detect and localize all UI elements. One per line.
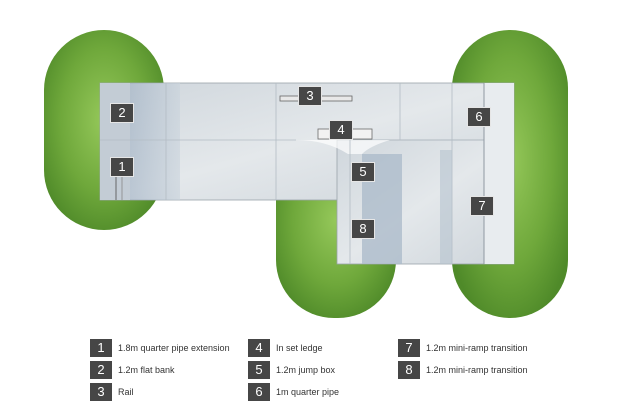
legend-label: 1m quarter pipe [276, 387, 340, 397]
legend-num: 4 [248, 339, 270, 357]
marker-4: 4 [329, 120, 353, 140]
marker-8: 8 [351, 219, 375, 239]
marker-6: 6 [467, 107, 491, 127]
legend-label: 1.2m jump box [276, 365, 336, 375]
legend-num: 6 [248, 383, 270, 401]
legend-label: Rail [118, 387, 134, 397]
left-bank-shadow [130, 83, 180, 200]
legend-num: 3 [90, 383, 112, 401]
left-bank-shade [100, 83, 130, 200]
legend-num: 8 [398, 361, 420, 379]
skatepark-plan [44, 30, 568, 318]
marker-3: 3 [298, 86, 322, 106]
legend-num: 7 [398, 339, 420, 357]
marker-2: 2 [110, 103, 134, 123]
legend-label: 1.2m flat bank [118, 365, 175, 375]
ledge-cutout [296, 140, 390, 154]
legend-label: 1.2m mini-ramp transition [426, 365, 528, 375]
legend-label: In set ledge [276, 343, 323, 353]
marker-7: 7 [470, 196, 494, 216]
marker-1: 1 [110, 157, 134, 177]
right-transition-shadow [440, 150, 452, 264]
legend-num: 5 [248, 361, 270, 379]
marker-5: 5 [351, 162, 375, 182]
legend-num: 2 [90, 361, 112, 379]
legend-num: 1 [90, 339, 112, 357]
legend-label: 1.2m mini-ramp transition [426, 343, 528, 353]
legend-label: 1.8m quarter pipe extension [118, 343, 230, 353]
